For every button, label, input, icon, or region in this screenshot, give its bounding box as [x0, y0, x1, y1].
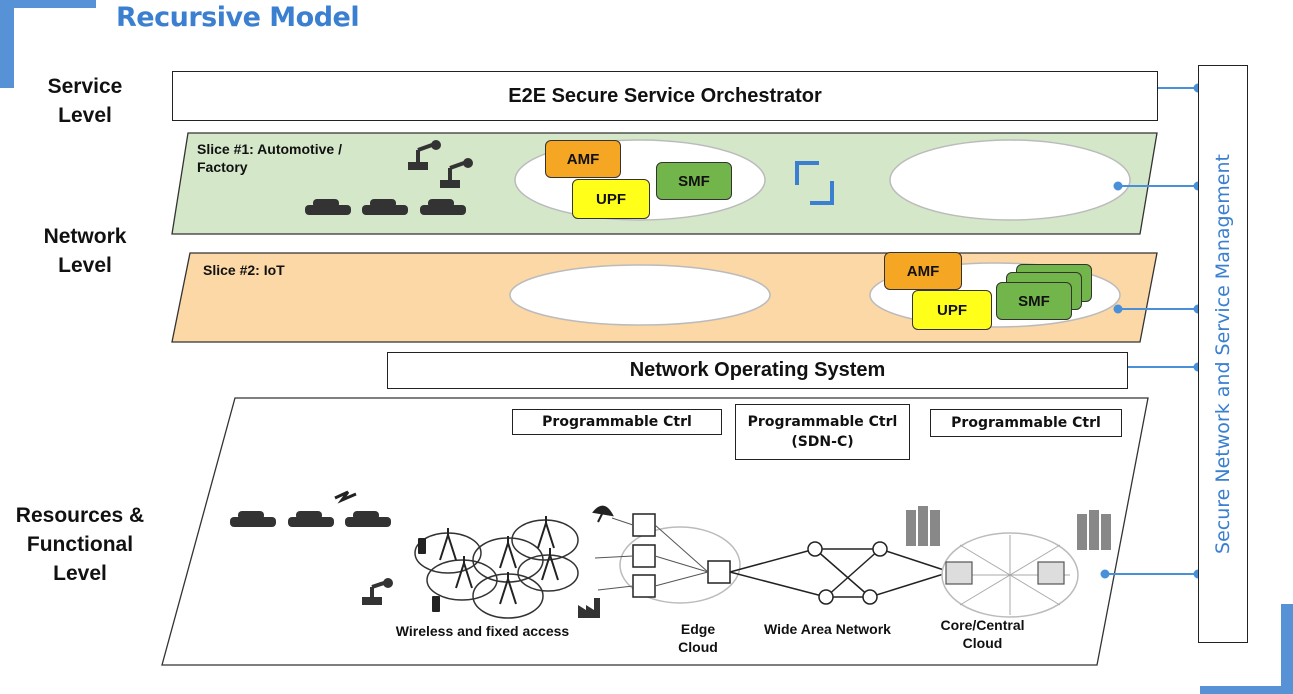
service-level-label: Service Level — [47, 75, 123, 127]
edge-cloud-caption: Edge Cloud — [678, 621, 718, 655]
slice2-smf-box: SMF — [996, 282, 1072, 320]
slice1-upf-box: UPF — [572, 179, 650, 219]
slice2-amf-box: AMF — [884, 252, 962, 290]
antenna-icons — [439, 516, 559, 605]
wan-links — [729, 548, 951, 598]
top-left-bracket — [0, 0, 96, 88]
secure-management-label: Secure Network and Service Management — [1212, 154, 1234, 554]
core-cloud-caption: Core/Central Cloud — [940, 617, 1025, 651]
programmable-ctrl-1: Programmable Ctrl — [512, 409, 722, 435]
lightning-icon — [334, 490, 357, 504]
network-operating-system-box: Network Operating System — [387, 352, 1128, 389]
expand-icon — [795, 161, 834, 205]
programmable-ctrl-sdn: Programmable Ctrl (SDN-C) — [735, 404, 910, 460]
bottom-right-bracket — [1200, 604, 1293, 694]
edge-links — [594, 517, 709, 591]
network-level-label: Network Level — [43, 225, 127, 277]
resource-car-icons — [230, 511, 391, 527]
robot-arm-icons — [408, 140, 473, 188]
programmable-ctrl-3: Programmable Ctrl — [930, 409, 1122, 437]
wan-caption: Wide Area Network — [764, 621, 891, 637]
wan-nodes — [807, 541, 888, 605]
access-caption: Wireless and fixed access — [395, 623, 570, 639]
secure-management-box: Secure Network and Service Management — [1198, 65, 1248, 643]
page-title: Recursive Model — [116, 2, 360, 33]
slice1-label: Slice #1: Automotive / Factory — [197, 141, 342, 175]
slice1-smf-box: SMF — [656, 162, 732, 200]
slice2-upf-box: UPF — [912, 290, 992, 330]
slice1-amf-box: AMF — [545, 140, 621, 178]
resources-level-label: Resources & Functional Level — [15, 504, 145, 585]
factory-icon — [578, 598, 600, 618]
e2e-orchestrator-box: E2E Secure Service Orchestrator — [172, 71, 1158, 121]
server-rack-icons — [906, 506, 1111, 550]
switch-icons — [945, 561, 1065, 585]
satellite-dish-icon — [592, 505, 614, 523]
car-icons — [305, 199, 466, 215]
phone-icons — [418, 538, 440, 612]
robot-arm-icon — [362, 578, 393, 605]
slice2-label: Slice #2: IoT — [203, 262, 285, 278]
